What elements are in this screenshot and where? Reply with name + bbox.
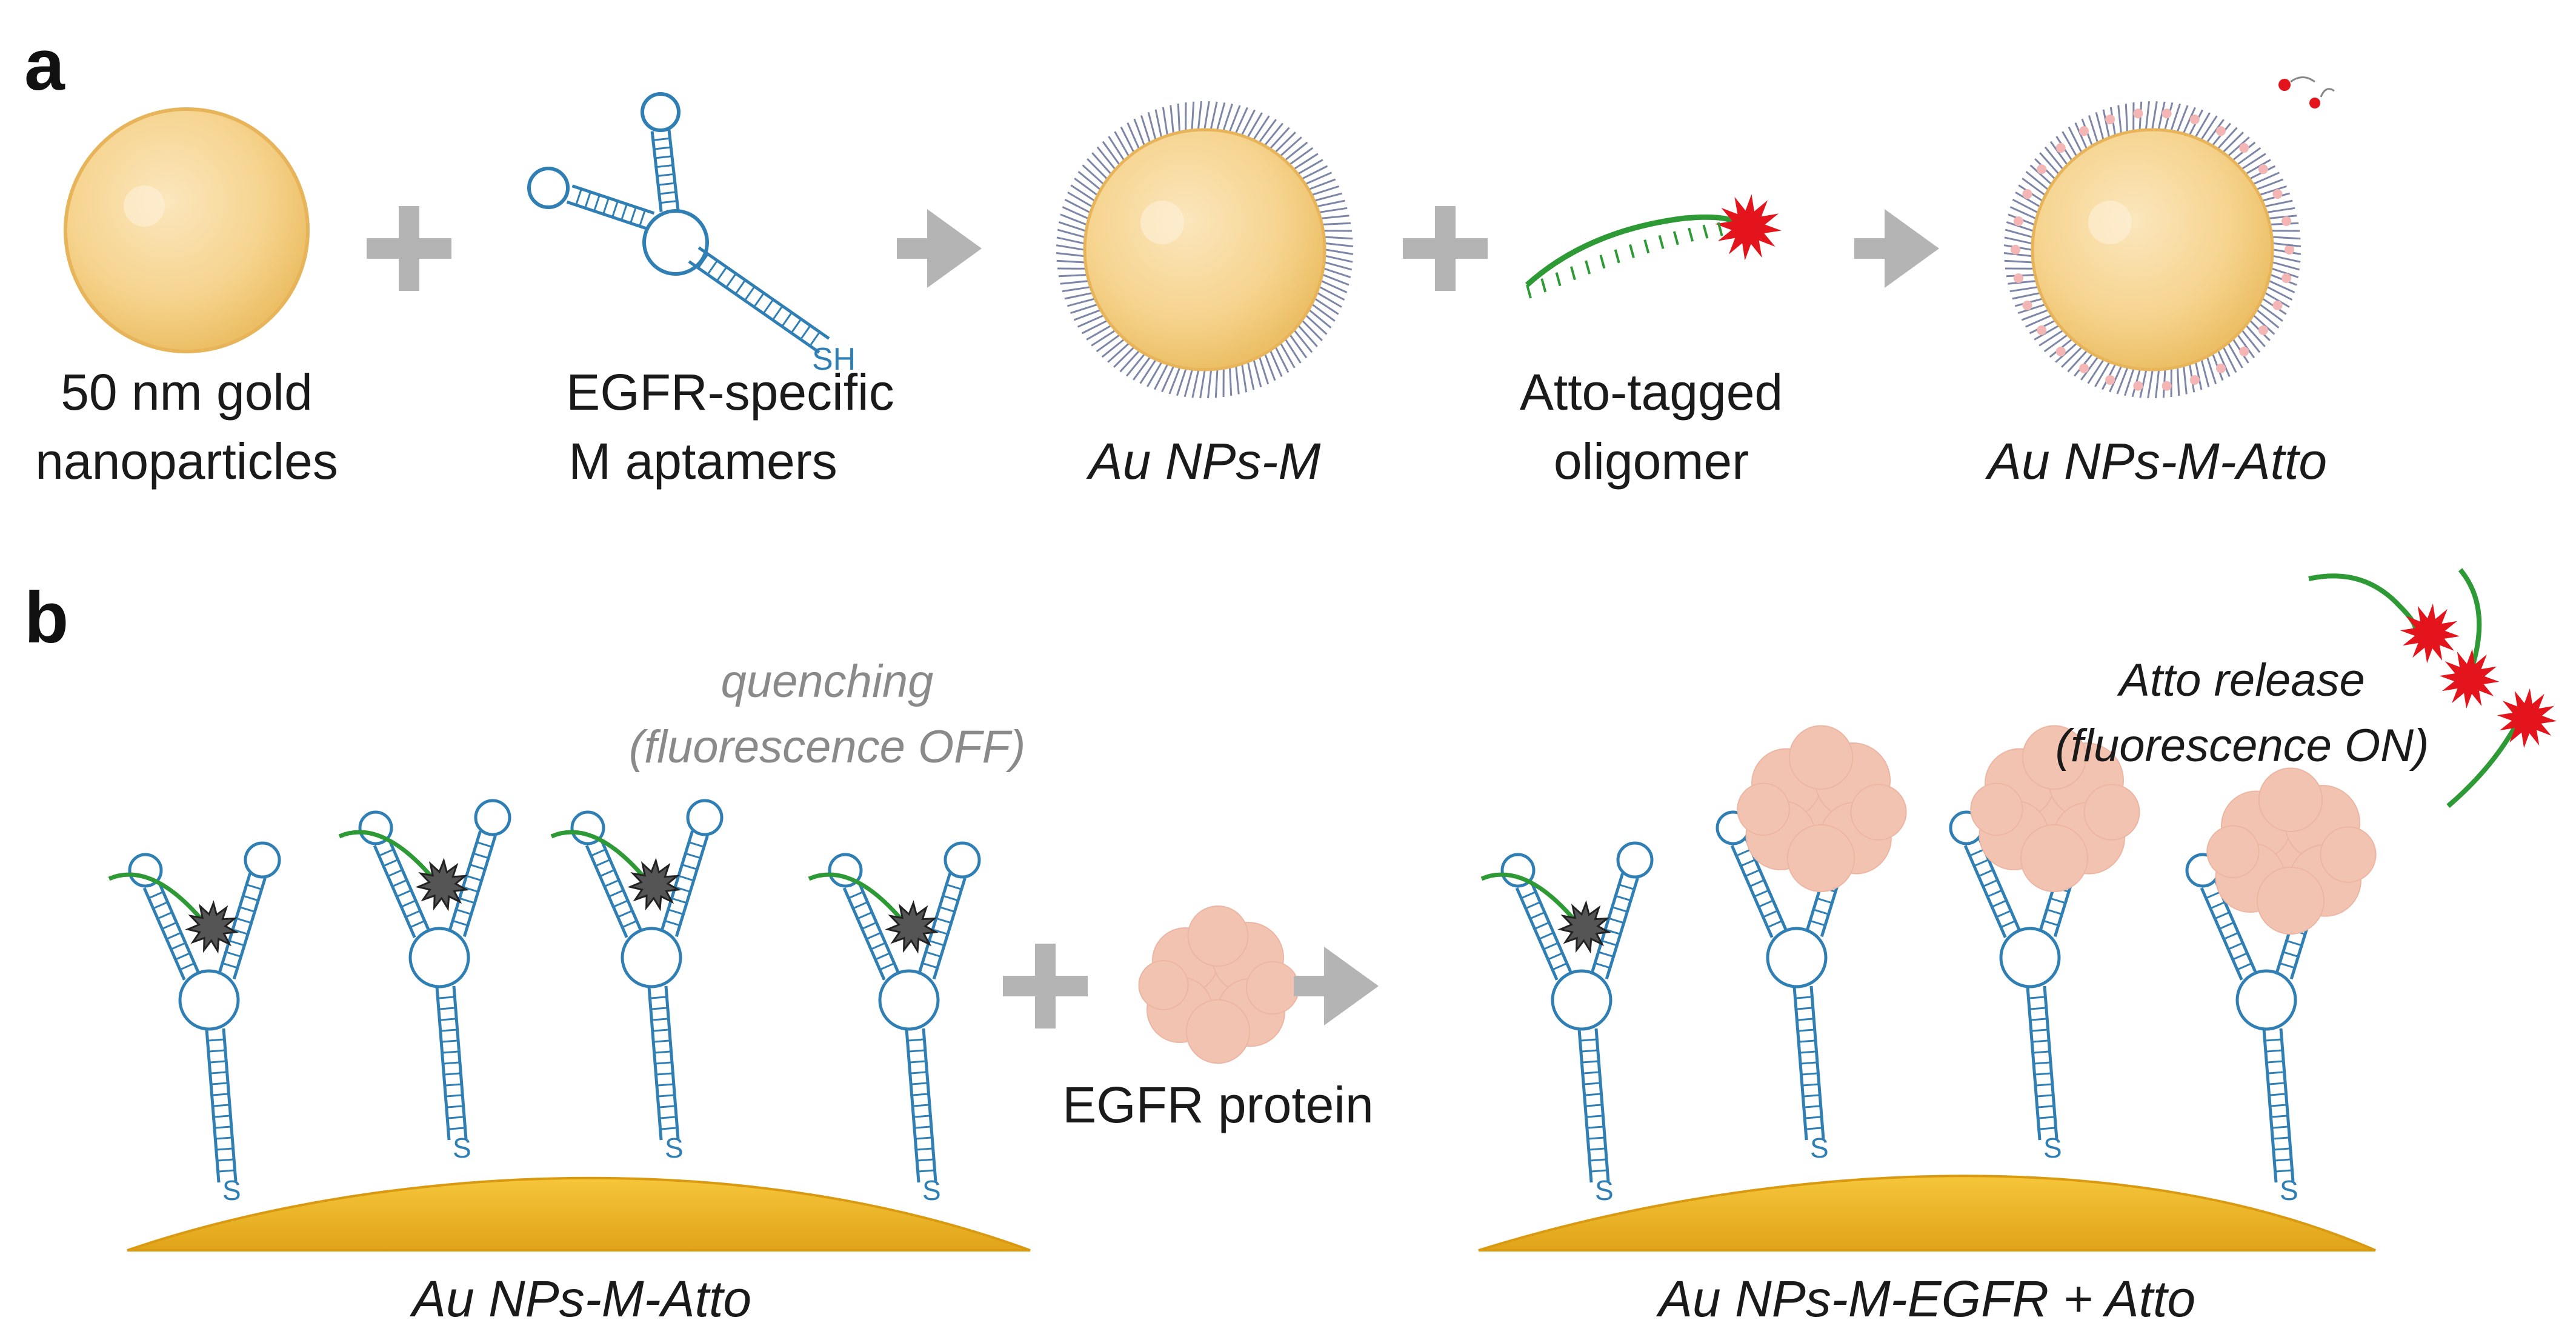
atto-dye-icon bbox=[1715, 194, 1782, 261]
sulfur-label: S bbox=[453, 1132, 471, 1164]
gold-surface-left bbox=[127, 1176, 1031, 1252]
surface-label-right: Au NPs-M-EGFR + Atto bbox=[1656, 1270, 2195, 1327]
arrow-icon bbox=[1854, 209, 1939, 288]
arrow-icon bbox=[1294, 947, 1379, 1025]
gold-nanoparticle bbox=[64, 107, 310, 353]
protein-label: EGFR protein bbox=[1062, 1076, 1374, 1133]
release-label-line2: (fluorescence ON) bbox=[2055, 720, 2429, 772]
quenching-label-line1: quenching bbox=[721, 656, 934, 707]
gold-nanoparticle-aptamer-coated bbox=[1056, 101, 1354, 399]
quenched-atto-icon bbox=[885, 900, 939, 954]
gold-nanoparticle-aptamer-atto bbox=[2003, 76, 2335, 399]
np-m-atto-label: Au NPs-M-Atto bbox=[1985, 433, 2327, 490]
aptamer-icon bbox=[527, 92, 830, 354]
aptamer-array-left: S S S S bbox=[108, 799, 981, 1206]
sulfur-label: S bbox=[1810, 1132, 1829, 1164]
aptamer-array-right: S S S S bbox=[1480, 725, 2377, 1206]
arrow-icon bbox=[897, 209, 982, 288]
egfr-protein-icon bbox=[1138, 905, 1300, 1064]
sulfur-label: S bbox=[2043, 1132, 2062, 1164]
panel-a-letter: a bbox=[24, 24, 65, 105]
sulfur-label: S bbox=[1595, 1175, 1614, 1206]
plus-icon bbox=[367, 206, 451, 291]
sulfur-label: S bbox=[922, 1175, 941, 1206]
plus-icon bbox=[1003, 944, 1088, 1028]
sulfur-label: S bbox=[665, 1132, 684, 1164]
quenched-atto-icon bbox=[185, 900, 239, 954]
aptamer-label-line2: M aptamers bbox=[568, 433, 837, 490]
sulfur-label: S bbox=[2280, 1175, 2298, 1206]
sulfur-label: S bbox=[222, 1175, 241, 1206]
gold-label-line1: 50 nm gold bbox=[61, 364, 313, 421]
released-atto-oligomers bbox=[2308, 568, 2557, 808]
plus-icon bbox=[1403, 206, 1488, 291]
atto-dye-icon bbox=[2439, 648, 2500, 709]
gold-label-line2: nanoparticles bbox=[35, 433, 338, 490]
oligo-label-line2: oligomer bbox=[1554, 433, 1749, 490]
atto-dye-icon bbox=[2497, 688, 2557, 748]
gold-surface-right bbox=[1478, 1175, 2376, 1252]
surface-label-left: Au NPs-M-Atto bbox=[409, 1270, 751, 1327]
atto-oligomer-icon bbox=[1525, 194, 1782, 299]
release-label-line1: Atto release bbox=[2117, 655, 2365, 706]
quenched-atto-icon bbox=[627, 858, 681, 912]
np-m-label: Au NPs-M bbox=[1086, 433, 1321, 490]
quenched-atto-icon bbox=[1557, 900, 1611, 954]
thiol-label: SH bbox=[812, 342, 856, 377]
panel-b-letter: b bbox=[24, 577, 68, 658]
quenched-atto-icon bbox=[415, 858, 469, 912]
oligo-label-line1: Atto-tagged bbox=[1520, 364, 1783, 421]
quenching-label-line2: (fluorescence OFF) bbox=[629, 721, 1026, 773]
atto-dye-icon bbox=[2400, 603, 2460, 664]
aptamer-label-line1: EGFR-specific bbox=[566, 364, 894, 421]
